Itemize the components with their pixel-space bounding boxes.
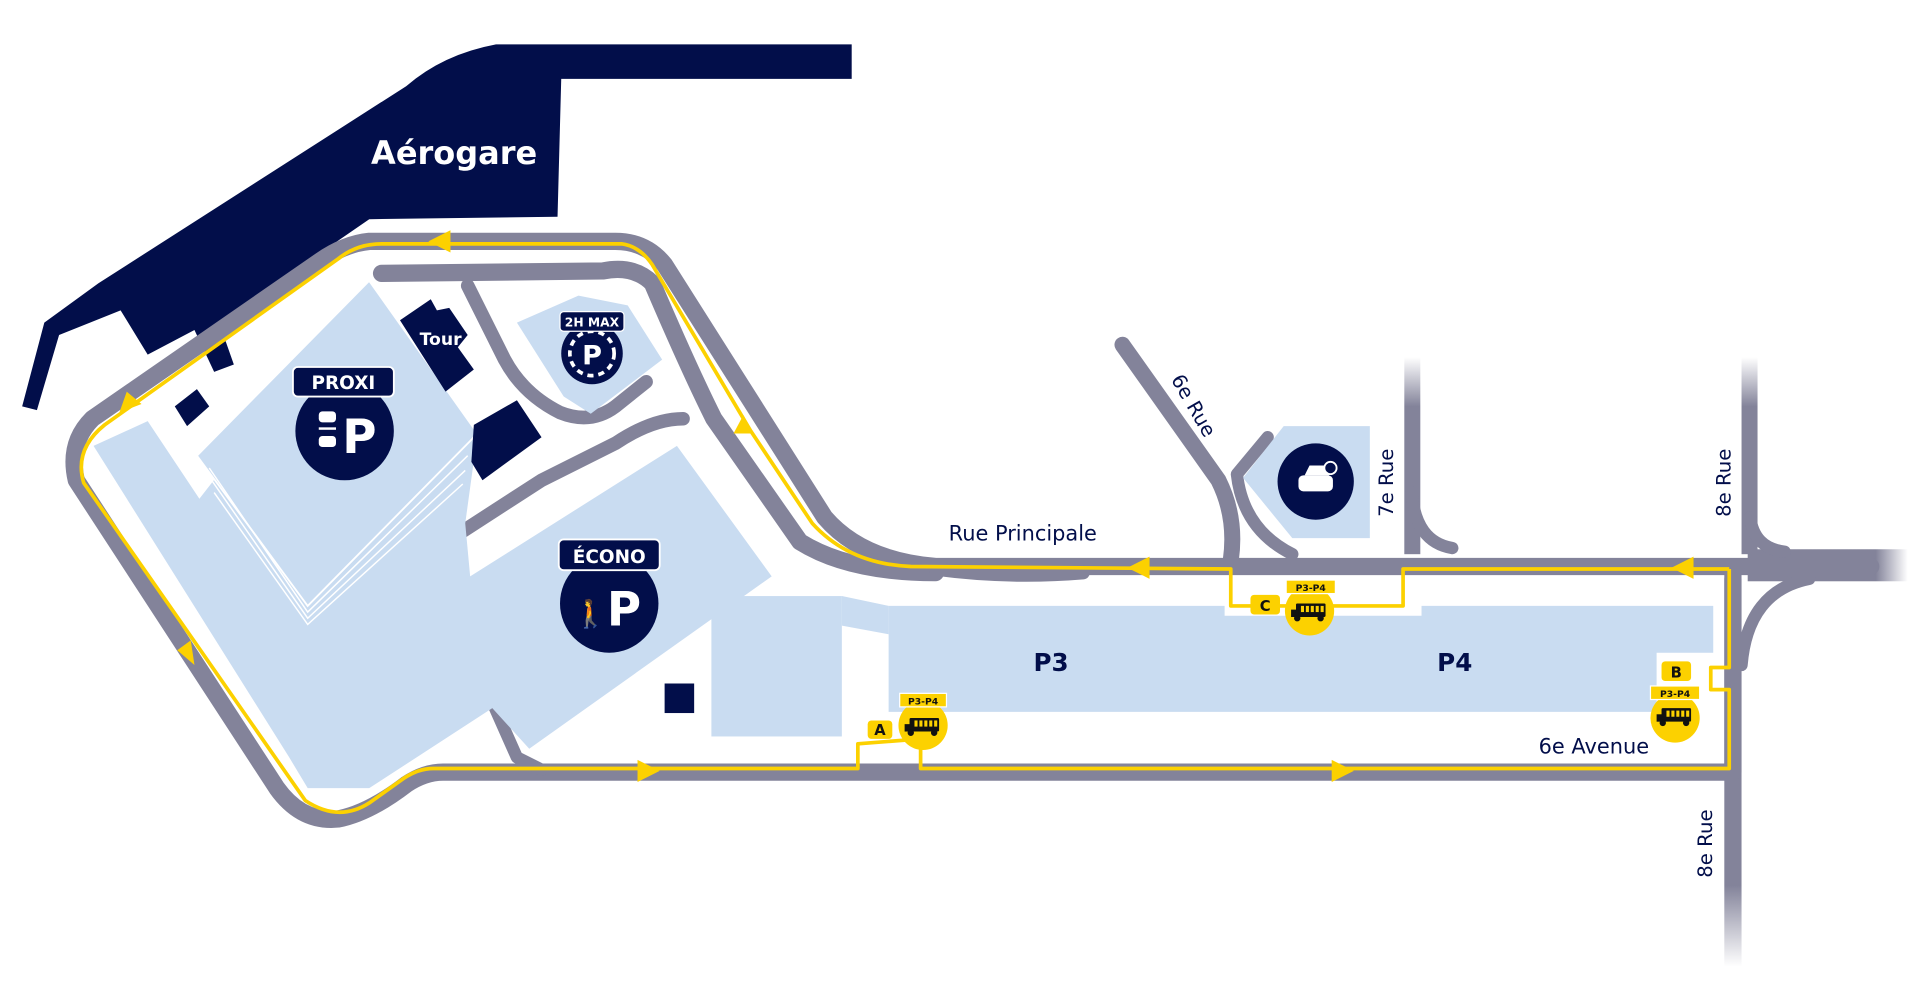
econo-exit-road [486, 695, 548, 776]
terminal-label: Aérogare [371, 134, 537, 172]
proxi-label: PROXI [311, 373, 375, 394]
street-8e-rue-north [1741, 357, 1758, 555]
street-corners [1405, 486, 1816, 672]
building [471, 400, 542, 481]
street-6e-rue [1114, 336, 1241, 569]
street-label-8e-rue-south: 8e Rue [1694, 809, 1717, 877]
car-icon [318, 411, 336, 448]
proxi-parking-badge: PROXI P [292, 366, 395, 481]
shuttle-route [79, 241, 1732, 815]
parking-icon-two-cars: P [342, 411, 376, 465]
econo-annex-lot [711, 596, 842, 737]
econo-lot-area [93, 280, 772, 789]
short-term-label: 2H MAX [565, 315, 620, 329]
drop-off-access [1230, 431, 1299, 561]
short-term-parking-badge: 2H MAX P [559, 310, 625, 385]
parking-icon-walk: P [607, 584, 641, 638]
pedestrian-icon: 🚶 [574, 598, 608, 630]
stop-letter: C [1260, 598, 1271, 615]
control-tower [400, 299, 474, 392]
terminal-building [22, 44, 852, 411]
route-direction-arrows [119, 230, 1694, 783]
street-label-8e-rue-north: 8e Rue [1712, 449, 1735, 517]
parking-access-road [454, 278, 1090, 582]
parking-icon-dashed: P [582, 341, 602, 372]
econo-parking-badge: ÉCONO P 🚶 [557, 538, 661, 653]
stop-letter: A [874, 722, 886, 739]
drop-off-badge [1277, 443, 1354, 520]
stop-letter: B [1671, 664, 1682, 681]
p3-p4-lot [888, 605, 1714, 712]
tower-label: Tour [420, 330, 463, 350]
street-label-rue-principale: Rue Principale [949, 522, 1097, 546]
econo-label: ÉCONO [573, 546, 646, 568]
stop-route: P3-P4 [1296, 583, 1326, 594]
proxi-garage-levels [208, 455, 469, 626]
p3-label: P3 [1033, 648, 1068, 677]
econo-connector [841, 596, 889, 635]
shuttle-stop-b[interactable]: B P3-P4 [1649, 661, 1701, 743]
inner-loop-road [372, 260, 945, 582]
rue-principale-road [65, 232, 1880, 828]
building [664, 683, 695, 714]
street-label-6e-avenue: 6e Avenue [1539, 735, 1649, 759]
stop-route: P3-P4 [1660, 689, 1690, 700]
shuttle-stop-a[interactable]: A P3-P4 [867, 692, 948, 750]
stop-route: P3-P4 [908, 696, 938, 707]
street-label-7e-rue: 7e Rue [1375, 449, 1398, 517]
shuttle-stop-c[interactable]: C P3-P4 [1250, 579, 1337, 636]
p4-label: P4 [1437, 648, 1472, 677]
car-clock-icon [1298, 475, 1333, 492]
building [174, 389, 210, 427]
